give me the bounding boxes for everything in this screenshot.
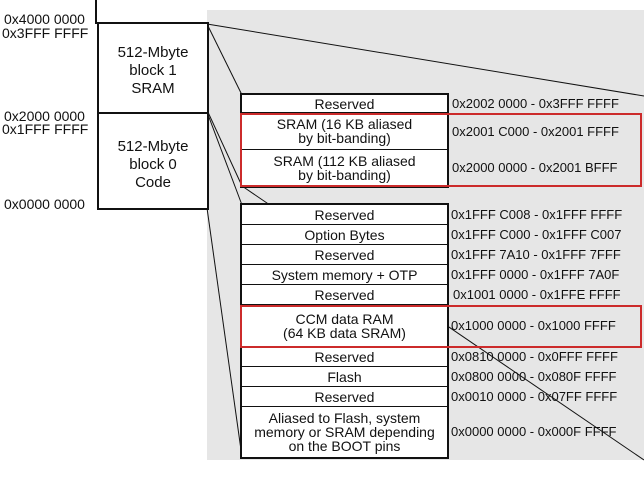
sram-range-16kb: 0x2001 C000 - 0x2001 FFFF [452, 123, 619, 139]
sram-range-112kb: 0x2000 0000 - 0x2001 BFFF [452, 160, 618, 175]
code-range-option-bytes: 0x1FFF C000 - 0x1FFF C007 [451, 227, 622, 242]
code-range-ccm-data-ram: 0x1000 0000 - 0x1000 FFFF [451, 318, 616, 333]
code-range-reserved-3: 0x1001 0000 - 0x1FFE FFFF [453, 287, 621, 302]
guide-line-top [206, 23, 243, 96]
code-region-reserved-1: Reserved [242, 205, 447, 225]
address-label-2000: 0x2000 0000 [4, 108, 85, 124]
code-range-reserved-4: 0x0810 0000 - 0x0FFF FFFF [451, 349, 618, 364]
code-range-flash: 0x0800 0000 - 0x080F FFFF [451, 369, 617, 384]
code-region-reserved-2: Reserved [242, 245, 447, 265]
code-region-system-memory-otp: System memory + OTP [242, 265, 447, 285]
guide-line-block0-bottom [206, 207, 243, 458]
code-range-aliased-boot: 0x0000 0000 - 0x000F FFFF [451, 424, 617, 439]
code-region-reserved-4: Reserved [242, 347, 447, 367]
code-range-reserved-1: 0x1FFF C008 - 0x1FFF FFFF [451, 207, 623, 222]
highlight-ccm-region [240, 305, 642, 348]
guide-line-block0-top [206, 111, 243, 206]
block-1-label: 512-Mbyte block 1 SRAM [117, 44, 189, 97]
block-1-sram [97, 22, 209, 114]
address-label-3FFF: 0x3FFF FFFF [2, 25, 89, 41]
sram-region-reserved: Reserved [242, 95, 447, 113]
block-0-label: 512-Mbyte block 0 Code [117, 138, 189, 191]
code-region-flash: Flash [242, 367, 447, 387]
code-range-system-memory-otp: 0x1FFF 0000 - 0x1FFF 7A0F [451, 267, 620, 282]
code-region-option-bytes: Option Bytes [242, 225, 447, 245]
code-region-reserved-5: Reserved [242, 387, 447, 407]
code-range-reserved-5: 0x0010 0000 - 0x07FF FFFF [451, 389, 618, 404]
guide-line-block1-diag [206, 23, 644, 97]
block-0-code [97, 112, 209, 210]
sram-range-reserved: 0x2002 0000 - 0x3FFF FFFF [452, 96, 619, 111]
address-label-4000: 0x4000 0000 [4, 11, 85, 27]
code-range-reserved-2: 0x1FFF 7A10 - 0x1FFF 7FFF [451, 247, 621, 262]
sram-region-16kb: SRAM (16 KB aliased by bit-banding) [242, 113, 447, 150]
guide-line-block1-to-sram [206, 109, 243, 187]
address-label-0000: 0x0000 0000 [4, 196, 85, 212]
tick-line-top [95, 0, 97, 24]
highlight-sram-regions [240, 113, 642, 187]
code-region-reserved-3: Reserved [242, 285, 447, 305]
address-label-1FFF: 0x1FFF FFFF [2, 121, 89, 137]
code-region-aliased-boot: Aliased to Flash, system memory or SRAM … [242, 407, 447, 457]
sram-region-112kb: SRAM (112 KB aliased by bit-banding) [242, 150, 447, 186]
